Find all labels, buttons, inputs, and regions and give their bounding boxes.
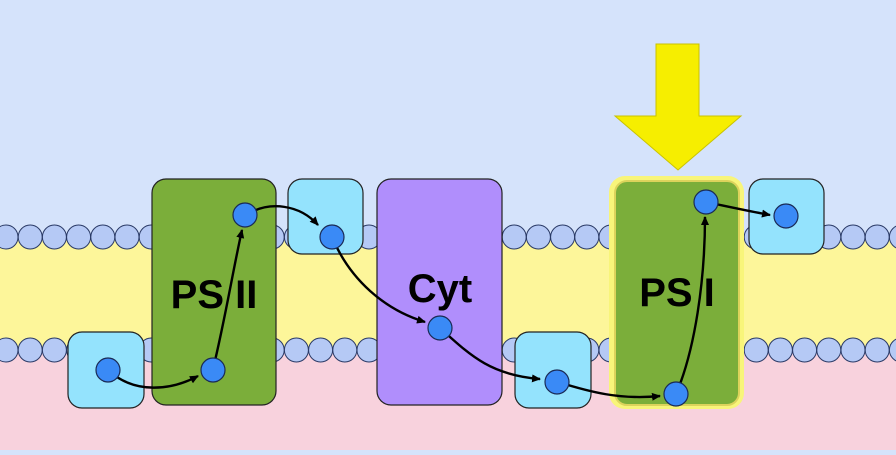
lipid-head-bottom xyxy=(767,337,793,363)
electron-stroma-acceptor xyxy=(773,203,799,229)
electron-stroma-carrier xyxy=(319,224,345,250)
lipid-head-bottom xyxy=(17,337,43,363)
lipid-head-bottom xyxy=(41,337,67,363)
lipid-head-top xyxy=(574,224,600,250)
light-arrow-icon xyxy=(613,43,743,171)
lipid-head-bottom xyxy=(283,337,309,363)
lipid-head-top xyxy=(66,224,92,250)
lipid-head-top xyxy=(114,224,140,250)
lipid-head-top xyxy=(840,224,866,250)
electron-cyt-center xyxy=(427,315,453,341)
electron-ps2-top xyxy=(232,202,258,228)
lipid-head-top xyxy=(501,224,527,250)
path-segment-4 xyxy=(330,236,426,324)
lipid-head-bottom xyxy=(888,338,896,362)
ps2-label: PS II xyxy=(171,273,258,317)
electron-lumen-carrier-2 xyxy=(544,369,570,395)
cyt-label: Cyt xyxy=(408,267,472,311)
lipid-head-top xyxy=(525,224,551,250)
cyt-complex xyxy=(376,178,503,406)
lipid-head-top xyxy=(888,225,896,249)
electron-ps1-bottom xyxy=(663,381,689,407)
ps1-label: PS I xyxy=(639,271,715,315)
electron-lumen-carrier xyxy=(95,357,121,383)
lipid-head-bottom xyxy=(816,337,842,363)
ps2-complex xyxy=(151,178,277,406)
lipid-head-top xyxy=(550,224,576,250)
lipid-head-top xyxy=(90,224,116,250)
lipid-head-bottom xyxy=(840,337,866,363)
lipid-head-top xyxy=(17,224,43,250)
lipid-head-bottom xyxy=(308,337,334,363)
electron-ps2-bottom xyxy=(200,357,226,383)
lipid-head-bottom xyxy=(792,337,818,363)
path-segment-7 xyxy=(674,216,709,395)
lipid-head-bottom xyxy=(743,337,769,363)
lipid-head-top xyxy=(41,224,67,250)
lipid-head-bottom xyxy=(332,337,358,363)
electron-ps1-top xyxy=(693,189,719,215)
lumen-carrier-box-2 xyxy=(514,331,592,409)
lipid-head-top xyxy=(864,224,890,250)
path-segment-2 xyxy=(211,229,245,370)
lipid-head-bottom xyxy=(864,337,890,363)
